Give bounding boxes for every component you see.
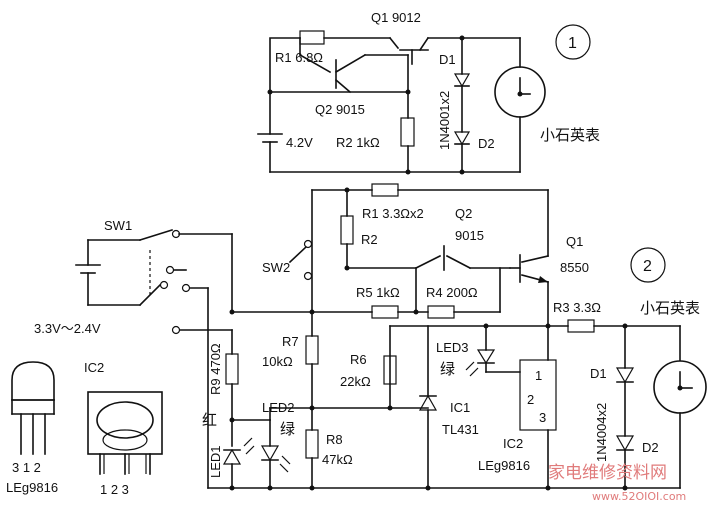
c2-r5-resistor: [371, 305, 399, 319]
c2-r2-label: R2: [361, 232, 378, 247]
c1-clock-label: 小石英表: [540, 126, 600, 144]
sw2-contact-b: [303, 271, 313, 281]
c2-led3-label: LED3: [436, 340, 469, 355]
c1-battery-label: 4.2V: [286, 135, 313, 150]
c2-diode-part: 1N4004x2: [594, 403, 609, 462]
c2-r9-resistor: [225, 353, 239, 385]
c2-sw1-label: SW1: [104, 218, 132, 233]
c2-red-label: 红: [202, 411, 217, 429]
c2-r8-resistor: [305, 429, 319, 459]
c1-r2-label: R2 1kΩ: [336, 135, 380, 150]
c2-q2-part: 9015: [455, 228, 484, 243]
c1-q1-label: Q1 9012: [371, 10, 421, 25]
marker-circle-1: [555, 24, 591, 60]
c2-q1-label: Q1: [566, 234, 583, 249]
c2-r4-label: R4 200Ω: [426, 285, 478, 300]
c2-r4-resistor: [427, 305, 455, 319]
circuit-1: [257, 24, 591, 175]
sw1-contact-d: [181, 283, 191, 293]
package-ic2: [87, 391, 163, 475]
pkg-left-part: LEg9816: [6, 480, 58, 495]
c2-r6-value: 22kΩ: [340, 374, 371, 389]
c2-r6-resistor: [383, 355, 397, 385]
c2-voltage-label: 3.3V～2.4V: [34, 321, 101, 336]
package-to92: [11, 361, 55, 455]
c1-q2-label: Q2 9015: [315, 102, 365, 117]
watermark-text: 家电维修资料网: [548, 463, 667, 483]
c2-r8-label: R8: [326, 432, 343, 447]
pkg-left-pins: 3 1 2: [12, 460, 41, 475]
r2-resistor: [400, 117, 415, 147]
c2-r7-resistor: [305, 335, 319, 365]
c2-q2-label: Q2: [455, 206, 472, 221]
c2-led2-label: LED2: [262, 400, 295, 415]
c2-r3-resistor: [567, 319, 595, 333]
c2-r9-label: R9 470Ω: [208, 343, 223, 395]
c2-ic2-box: [519, 359, 557, 431]
c1-diode-part: 1N4001x2: [437, 91, 452, 150]
c2-r7-label: R7: [282, 334, 299, 349]
c2-ic1-label: IC1: [450, 400, 470, 415]
c2-r3-label: R3 3.3Ω: [553, 300, 601, 315]
c2-ic2-part: LEg9816: [478, 458, 530, 473]
c2-green3-label: 绿: [440, 360, 455, 378]
c2-led1-label: LED1: [208, 445, 223, 478]
c2-r1-resistor: [371, 183, 399, 197]
sw1-contact-e: [171, 325, 181, 335]
c2-ic2-pin1: 1: [535, 368, 542, 383]
sw1-contact-b: [165, 265, 175, 275]
r1-resistor: [299, 30, 325, 45]
c2-d1-label: D1: [590, 366, 607, 381]
c2-ic2-label: IC2: [503, 436, 523, 451]
c1-marker: 1: [568, 35, 577, 52]
c2-r1-label: R1 3.3Ωx2: [362, 206, 424, 221]
sw2-contact-a: [303, 239, 313, 249]
c2-ic2-pin2: 2: [527, 392, 534, 407]
pkg-ic2-label: IC2: [84, 360, 104, 375]
c2-ic2-pin3: 3: [539, 410, 546, 425]
pkg-ic2-pins: 1 2 3: [100, 482, 129, 497]
c2-marker: 2: [643, 258, 652, 275]
circuit-2: [75, 183, 707, 491]
c2-r8-value: 47kΩ: [322, 452, 353, 467]
c1-d2-label: D2: [478, 136, 495, 151]
c1-r1-label: R1 6.8Ω: [275, 50, 323, 65]
c2-green2-label: 绿: [280, 420, 295, 438]
c2-r5-label: R5 1kΩ: [356, 285, 400, 300]
c2-ic1-part: TL431: [442, 422, 479, 437]
marker-circle-2: [630, 247, 666, 283]
c2-r2-resistor: [340, 215, 354, 245]
c2-clock-label: 小石英表: [640, 299, 700, 317]
c2-sw2-label: SW2: [262, 260, 290, 275]
c2-q1-part: 8550: [560, 260, 589, 275]
c1-d1-label: D1: [439, 52, 456, 67]
c2-d2-label: D2: [642, 440, 659, 455]
c2-r7-value: 10kΩ: [262, 354, 293, 369]
watermark-url: www.52OIOI.com: [592, 490, 686, 503]
sw1-contact-c: [159, 280, 169, 290]
c2-r6-label: R6: [350, 352, 367, 367]
